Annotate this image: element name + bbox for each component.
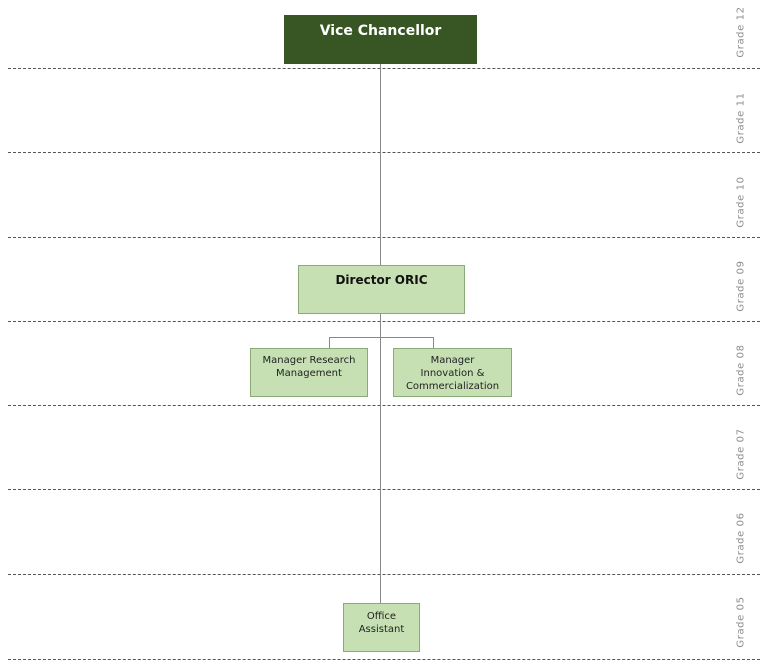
grade-divider xyxy=(8,405,760,406)
grade-divider xyxy=(8,237,760,238)
manager-research-box: Manager Research Management xyxy=(250,348,368,397)
manager-innovation-connector xyxy=(433,337,434,348)
grade-divider xyxy=(8,68,760,69)
manager-research-label: Manager Research Management xyxy=(262,355,356,379)
grade-divider xyxy=(8,574,760,575)
vice-chancellor-box: Vice Chancellor xyxy=(284,15,477,64)
manager-branch-connector xyxy=(329,337,434,338)
grade-divider xyxy=(8,321,760,322)
main-connector xyxy=(380,64,381,603)
office-assistant-box: Office Assistant xyxy=(343,603,420,652)
vice-chancellor-label: Vice Chancellor xyxy=(319,23,442,39)
office-assistant-label: Office Assistant xyxy=(358,611,405,635)
manager-innovation-box: Manager Innovation & Commercialization xyxy=(393,348,512,397)
manager-innovation-label: Manager Innovation & Commercialization xyxy=(405,355,500,392)
director-oric-label: Director ORIC xyxy=(335,273,428,287)
grade-divider xyxy=(8,152,760,153)
grade-divider xyxy=(8,489,760,490)
director-oric-box: Director ORIC xyxy=(298,265,465,314)
grade-divider xyxy=(8,659,760,660)
manager-research-connector xyxy=(329,337,330,348)
